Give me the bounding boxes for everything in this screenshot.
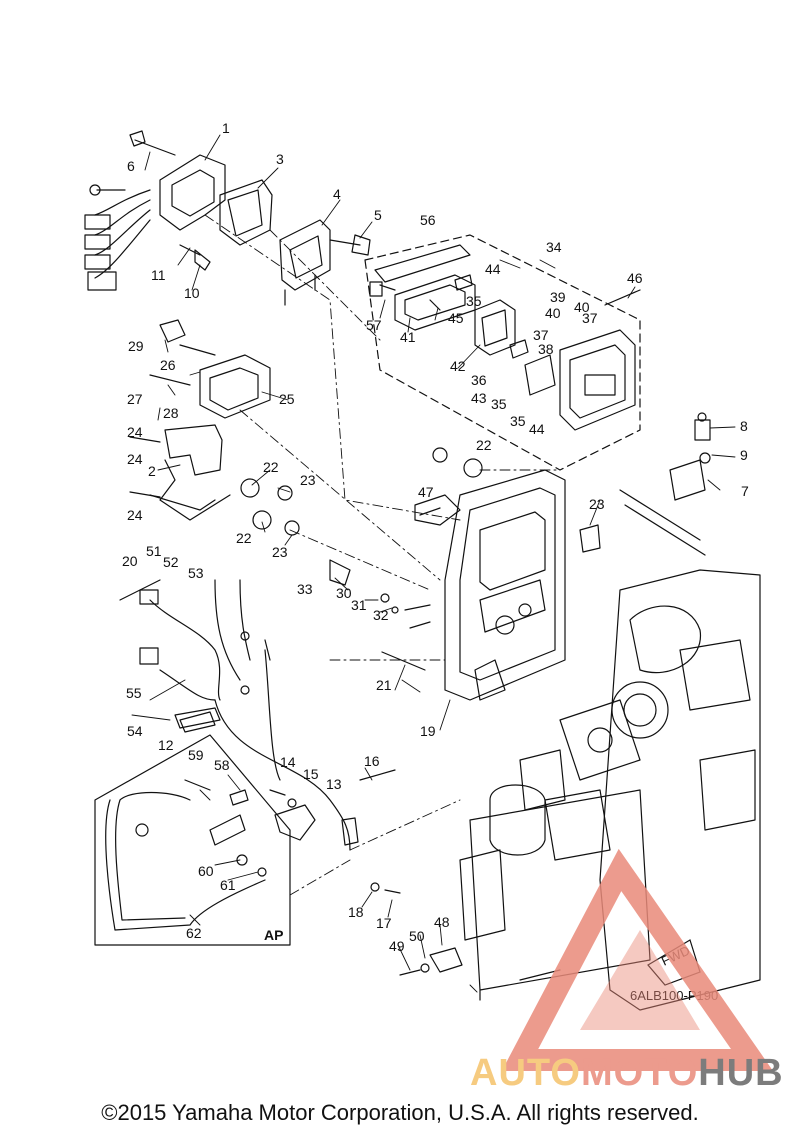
connector-lines: [204, 214, 561, 996]
callout-29: 29: [128, 338, 144, 354]
callout-22: 22: [263, 459, 279, 475]
callout-48: 48: [434, 914, 450, 930]
callout-numbers: 1234567891011121314151617181920212222222…: [122, 120, 749, 954]
callout-51: 51: [146, 543, 162, 559]
callout-20: 20: [122, 553, 138, 569]
watermark-part3: HUB: [698, 1052, 783, 1094]
callout-36: 36: [471, 372, 487, 388]
callout-23: 23: [300, 472, 316, 488]
watermark-part1: AUTO: [470, 1052, 581, 1094]
leader-lines: [131, 134, 736, 971]
callout-45: 45: [448, 310, 464, 326]
callout-40: 40: [574, 299, 590, 315]
callout-37: 37: [533, 327, 549, 343]
callout-28: 28: [163, 405, 179, 421]
callout-18: 18: [348, 904, 364, 920]
callout-46: 46: [627, 270, 643, 286]
callout-40: 40: [545, 305, 561, 321]
lower-fittings: [174, 707, 463, 976]
callout-62: 62: [186, 925, 202, 941]
callout-53: 53: [188, 565, 204, 581]
ap-subdiagram: [94, 734, 291, 946]
callout-54: 54: [127, 723, 143, 739]
electrical-box: [414, 469, 566, 701]
copyright-notice: ©2015 Yamaha Motor Corporation, U.S.A. A…: [101, 1100, 699, 1125]
callout-16: 16: [364, 753, 380, 769]
callout-34: 34: [546, 239, 562, 255]
callout-19: 19: [420, 723, 436, 739]
callout-60: 60: [198, 863, 214, 879]
callout-39: 39: [550, 289, 566, 305]
callout-35: 35: [491, 396, 507, 412]
callout-44: 44: [485, 261, 501, 277]
callout-56: 56: [420, 212, 436, 228]
callout-50: 50: [409, 928, 425, 944]
callout-57: 57: [366, 317, 382, 333]
callout-6: 6: [127, 158, 135, 174]
callout-42: 42: [450, 358, 466, 374]
callout-30: 30: [336, 585, 352, 601]
callout-3: 3: [276, 151, 284, 167]
callout-24: 24: [127, 424, 143, 440]
engine-block: [459, 412, 761, 1011]
callout-23: 23: [272, 544, 288, 560]
callout-43: 43: [471, 390, 487, 406]
callout-55: 55: [126, 685, 142, 701]
callout-1: 1: [222, 120, 230, 136]
callout-49: 49: [389, 938, 405, 954]
callout-35: 35: [466, 293, 482, 309]
callout-47: 47: [418, 484, 434, 500]
watermark-logo: AUTOMOTOHUB: [470, 848, 784, 1094]
callout-41: 41: [400, 329, 416, 345]
callout-22: 22: [236, 530, 252, 546]
callout-31: 31: [351, 597, 367, 613]
callout-23: 23: [589, 496, 605, 512]
callout-32: 32: [373, 607, 389, 623]
callout-52: 52: [163, 554, 179, 570]
callout-15: 15: [303, 766, 319, 782]
callout-8: 8: [740, 418, 748, 434]
callout-24: 24: [127, 451, 143, 467]
callout-35: 35: [510, 413, 526, 429]
ecm-assembly: [364, 234, 641, 471]
callout-17: 17: [376, 915, 392, 931]
callout-25: 25: [279, 391, 295, 407]
watermark-part2: MOTO: [581, 1052, 698, 1094]
ap-label: AP: [264, 927, 283, 943]
callout-4: 4: [333, 186, 341, 202]
callout-37: 37: [582, 310, 598, 326]
callout-10: 10: [184, 285, 200, 301]
callout-22: 22: [476, 437, 492, 453]
callout-58: 58: [214, 757, 230, 773]
callout-11: 11: [151, 267, 166, 283]
callout-5: 5: [374, 207, 382, 223]
callout-12: 12: [158, 737, 174, 753]
callout-33: 33: [297, 581, 313, 597]
callout-13: 13: [326, 776, 342, 792]
callout-27: 27: [127, 391, 143, 407]
callout-21: 21: [376, 677, 392, 693]
callout-24: 24: [127, 507, 143, 523]
watermark-text: AUTOMOTOHUB: [470, 1052, 784, 1094]
callout-2: 2: [148, 463, 156, 479]
bracket-rectifier-group: [129, 319, 483, 536]
callout-59: 59: [188, 747, 204, 763]
callout-14: 14: [280, 754, 296, 770]
callout-38: 38: [538, 341, 554, 357]
wire-harness: [119, 559, 431, 851]
callout-9: 9: [740, 447, 748, 463]
callout-7: 7: [741, 483, 749, 499]
ignition-coil-assembly: [84, 130, 371, 306]
callout-26: 26: [160, 357, 176, 373]
callout-44: 44: [529, 421, 545, 437]
callout-61: 61: [220, 877, 236, 893]
